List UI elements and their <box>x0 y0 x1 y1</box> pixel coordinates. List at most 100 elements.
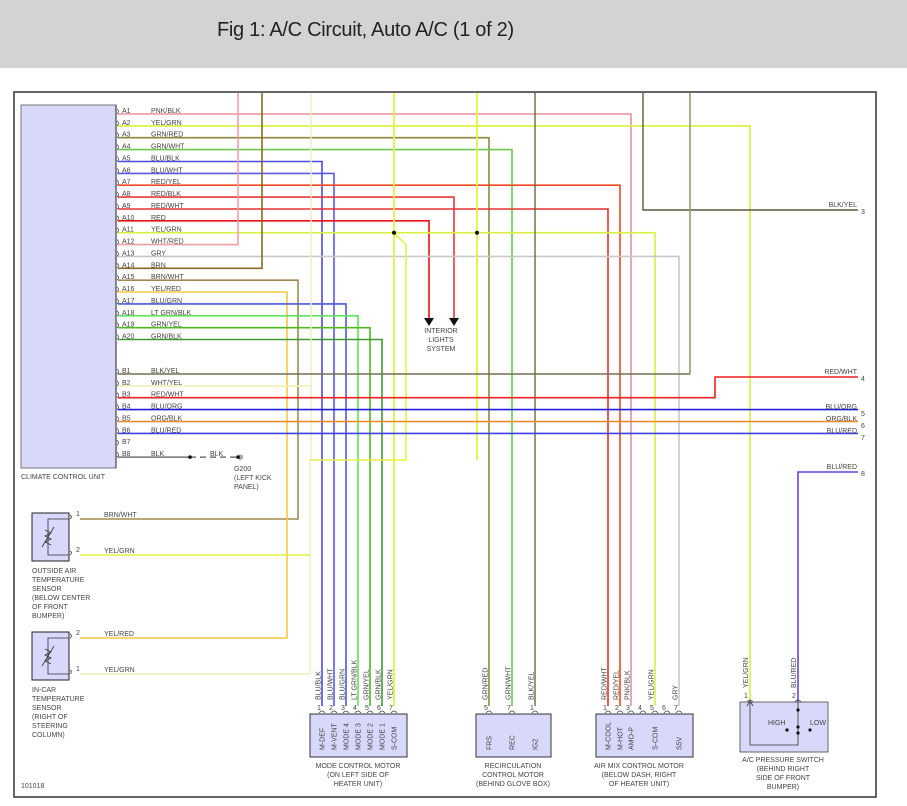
pin-connector-icon <box>531 710 539 714</box>
mode-control-motor-pin-number: 5 <box>365 705 369 712</box>
ground-icon <box>239 454 243 461</box>
wire-a8 <box>118 196 455 318</box>
figure-title: Fig 1: A/C Circuit, Auto A/C (1 of 2) <box>217 19 514 41</box>
pin-label-a12: A12 <box>122 239 135 246</box>
pin-label-a14: A14 <box>122 262 135 269</box>
wire-label-a6: BLU/WHT <box>151 167 183 174</box>
air-mix-motor-function-label: S5V <box>677 736 684 750</box>
recirculation-motor-wire-label: GRN/RED <box>483 668 490 700</box>
pin-label-a16: A16 <box>122 286 135 293</box>
mode-control-motor-box <box>309 713 408 758</box>
pin-connector-icon <box>116 380 119 387</box>
pin-connector-icon <box>627 710 635 714</box>
pin-connector-icon <box>318 710 326 714</box>
pin-connector-icon <box>342 710 350 714</box>
recirculation-motor-box <box>475 713 552 758</box>
recirculation-motor-label: CONTROL MOTOR <box>482 772 544 779</box>
pin-connector-icon <box>116 428 119 434</box>
wire-label-a4: GRN/WHT <box>151 144 185 151</box>
interior-lights-label: LIGHTS <box>428 337 454 344</box>
air-mix-motor-box <box>595 713 694 758</box>
recirculation-motor-label: (BEHIND GLOVE BOX) <box>476 781 550 788</box>
air-mix-motor-label: AIR MIX CONTROL MOTOR <box>594 763 684 770</box>
pin-label-a15: A15 <box>122 274 135 281</box>
pin-connector-icon <box>616 710 624 714</box>
pin-connector-icon <box>69 633 72 639</box>
mode-control-motor-pin-number: 6 <box>377 705 381 712</box>
outside-air-sensor-wire-label: YEL/GRN <box>104 548 135 555</box>
pin-connector-icon <box>116 404 119 410</box>
pin-connector-icon <box>116 132 119 139</box>
diagram-frame <box>13 91 877 798</box>
pin-label-a4: A4 <box>122 144 131 151</box>
mode-control-motor-function-label: MODE 1 <box>380 723 387 750</box>
pin-connector-icon <box>69 550 72 556</box>
wire-label-a5: BLU/BLK <box>151 156 180 163</box>
mode-control-motor-function-label: MODE 2 <box>368 723 375 750</box>
wire-label-a8: RED/BLK <box>151 191 181 198</box>
interior-lights-label: SYSTEM <box>427 346 456 353</box>
pin-connector-icon <box>116 251 119 257</box>
air-mix-motor-label: (BELOW DASH, RIGHT <box>602 772 677 779</box>
air-mix-motor-pin-number: 1 <box>603 705 607 712</box>
pin-label-b6: B6 <box>122 427 131 434</box>
wire-label-a2: YEL/GRN <box>151 120 182 127</box>
pin-connector-icon <box>116 239 119 245</box>
wire-label-b6: BLU/RED <box>151 427 181 434</box>
pin-label-a10: A10 <box>122 215 135 222</box>
air-mix-motor-pin-number: 3 <box>626 705 630 712</box>
pin-connector-icon <box>116 144 119 150</box>
wire-label-a20: GRN/BLK <box>151 334 182 341</box>
pin-label-a18: A18 <box>122 310 135 317</box>
pin-connector-icon <box>746 699 754 703</box>
mode-control-motor-function-label: MODE 3 <box>356 723 363 750</box>
pressure-switch-label: BUMPER) <box>767 784 799 791</box>
pin-connector-icon <box>69 669 72 675</box>
wire-a4 <box>118 148 513 706</box>
right-terminal-wire-label: BLK/YEL <box>829 202 858 209</box>
arrow-icon <box>746 700 754 707</box>
in-car-sensor-box <box>31 631 70 681</box>
wire-splice-branch <box>310 232 407 461</box>
in-car-sensor-label: TEMPERATURE <box>32 696 85 703</box>
wire-label-a13: GRY <box>151 250 166 257</box>
pin-connector-icon <box>390 710 398 714</box>
wire-a10 <box>118 220 430 318</box>
pressure-switch-pin-number: 2 <box>792 693 796 700</box>
air-mix-motor-function-label: AMO-P <box>629 727 636 750</box>
mode-control-motor-wire-label: GRN/BLK <box>376 669 383 700</box>
in-car-sensor-label: (RIGHT OF <box>32 714 68 721</box>
outside-air-sensor-box <box>31 512 70 562</box>
outside-air-sensor-label: (BELOW CENTER <box>32 595 90 602</box>
pin-label-a19: A19 <box>122 322 135 329</box>
recirculation-motor-wire-label: GRN/WHT <box>506 666 513 700</box>
pin-label-a13: A13 <box>122 250 135 257</box>
arrow-icon <box>424 318 434 326</box>
pin-connector-icon <box>116 168 119 174</box>
right-terminal-wire-label: BLU/RED <box>827 464 857 471</box>
pin-connector-icon <box>116 451 119 458</box>
pin-connector-icon <box>366 710 374 714</box>
air-mix-motor-wire-label: PNK/BLK <box>625 670 632 700</box>
mode-control-motor-function-label: M-VENT <box>332 722 339 750</box>
wire-label-a15: BRN/WHT <box>151 274 184 281</box>
outside-air-sensor-label: BUMPER) <box>32 613 64 620</box>
air-mix-motor-function-label: M-COOL <box>606 722 613 750</box>
recirculation-motor-function-label: FRS <box>487 736 494 750</box>
wire-a2 <box>118 125 751 706</box>
wire-label-a17: BLU/GRN <box>151 298 182 305</box>
thermistor-icon <box>41 645 55 667</box>
figure-id-label: 101018 <box>21 783 44 790</box>
wire-label-b3: RED/WHT <box>151 392 184 399</box>
mode-control-motor-pin-number: 7 <box>389 705 393 712</box>
right-terminal-wire-label: RED/WHT <box>824 369 857 376</box>
pressure-switch-low-label: LOW <box>810 720 826 727</box>
air-mix-motor-pin-number: 5 <box>650 705 654 712</box>
pin-label-b1: B1 <box>122 368 131 375</box>
pin-connector-icon <box>116 108 119 115</box>
mode-control-motor-pin-number: 3 <box>341 705 345 712</box>
air-mix-motor-wire-label: GRY <box>673 685 680 700</box>
thermistor-icon <box>41 526 55 548</box>
wire-label-b8: BLK <box>151 451 165 458</box>
pin-connector-icon <box>116 191 119 198</box>
